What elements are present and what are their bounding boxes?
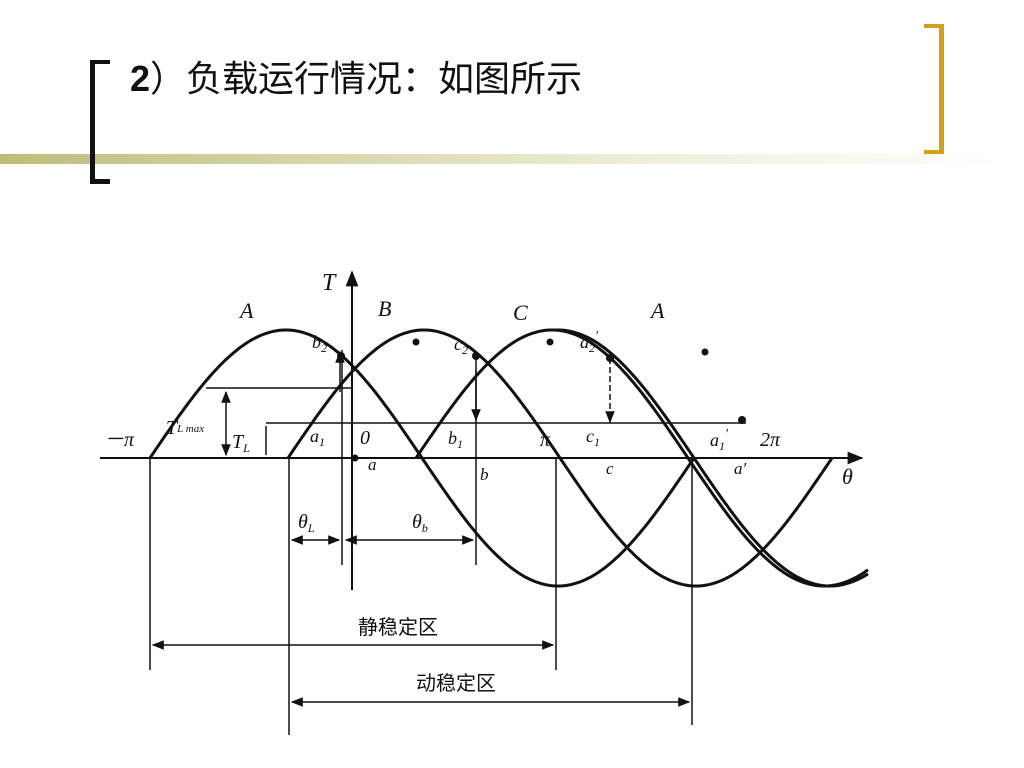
- t-axis-label: T: [322, 270, 337, 296]
- curve-c: [414, 328, 869, 588]
- point-a-top: [701, 348, 709, 356]
- point-c2: [472, 352, 480, 360]
- tl-max-label: TL max: [166, 417, 204, 439]
- point-a2-prime: [606, 354, 614, 362]
- curve-a-label: A: [238, 298, 254, 323]
- tick-2pi: 2π: [760, 429, 781, 451]
- curve-a: [148, 328, 696, 588]
- curve-c-label: C: [513, 300, 528, 325]
- tl-label: TL: [232, 431, 250, 455]
- curve-a-second-label: A: [649, 298, 665, 323]
- curve-a-second: [556, 328, 869, 588]
- left-bracket-decoration: [90, 60, 110, 184]
- title-text: ）负载运行情况：如图所示: [150, 59, 583, 100]
- point-b2-label: b2: [312, 332, 327, 355]
- point-a1-prime: [738, 416, 746, 424]
- point-c1-label: c1: [586, 426, 600, 449]
- curve-b: [286, 328, 834, 588]
- curve-b-label: B: [378, 296, 391, 321]
- point-a-label: a: [368, 455, 377, 474]
- title-underline-bar: [0, 154, 1024, 164]
- static-stability-zone-label: 静稳定区: [358, 615, 438, 639]
- point-a2-prime-label: a2′: [580, 329, 599, 355]
- point-b-label: b: [480, 465, 489, 484]
- point-a: [351, 454, 359, 462]
- tick-zero: 0: [360, 427, 370, 449]
- point-a1-label: a1: [310, 426, 325, 449]
- dynamic-stability-zone-label: 动稳定区: [416, 671, 496, 695]
- point-c-label: c: [606, 459, 614, 478]
- point-a1-prime-label: a1′: [710, 427, 729, 453]
- tick-pi: π: [540, 429, 551, 451]
- slide-title: 2）负载运行情况：如图所示: [130, 50, 582, 102]
- theta-l-label: θL: [298, 511, 315, 535]
- theta-axis-label: θ: [842, 464, 853, 489]
- point-b-top: [412, 338, 420, 346]
- point-b2: [337, 352, 345, 360]
- right-bracket-decoration: [924, 24, 944, 154]
- theta-b-label: θb: [412, 511, 428, 535]
- point-b1-label: b1: [448, 428, 463, 451]
- title-number: 2: [130, 58, 151, 99]
- point-c-top: [546, 338, 554, 346]
- point-c2-label: c2: [454, 334, 468, 357]
- tick-neg-pi: －π: [104, 429, 135, 451]
- point-a-prime-label: a′: [734, 459, 747, 478]
